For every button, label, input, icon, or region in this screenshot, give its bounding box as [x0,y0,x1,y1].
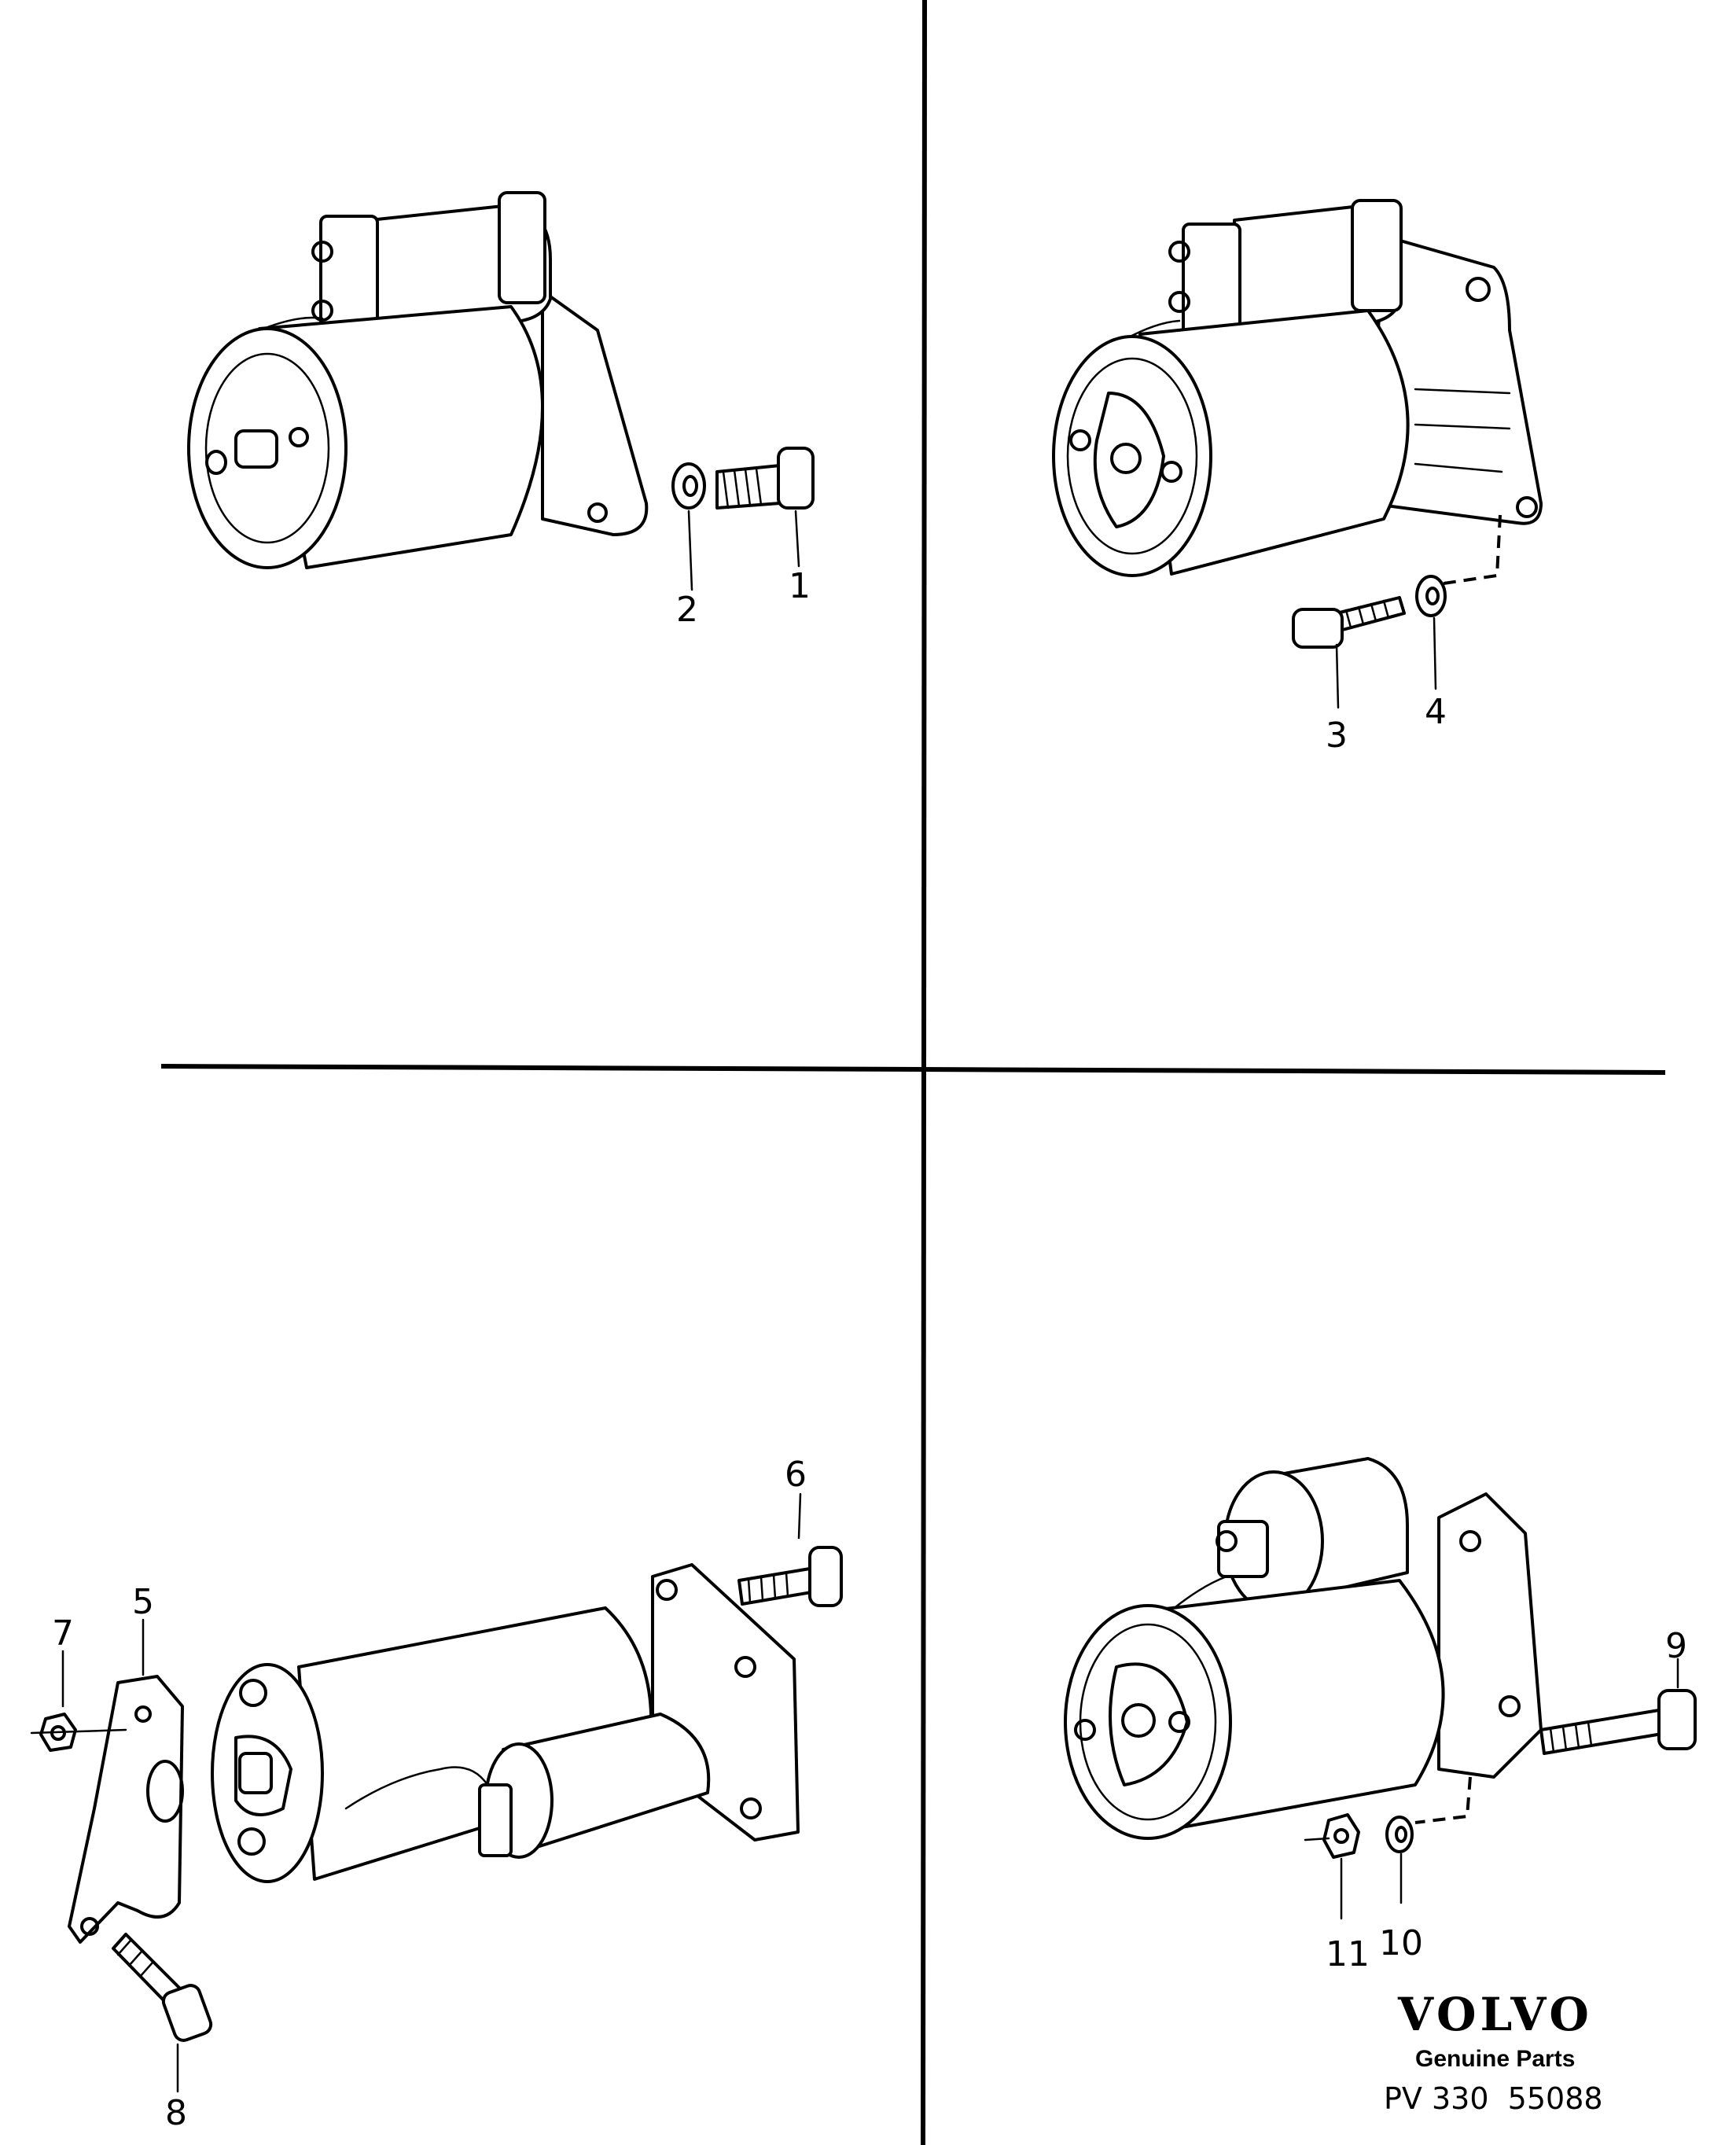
starter-motor-bottom-right [1064,1457,1697,1920]
callout-6: 6 [785,1455,807,1495]
nut-11 [1322,1813,1360,1859]
footer-subtitle: Genuine Parts [1415,2046,1575,2072]
callout-2: 2 [676,590,698,630]
callout-7: 7 [52,1613,74,1654]
callout-5: 5 [132,1582,154,1622]
quadrant-dividers [160,0,1666,2145]
bolt-6 [737,1546,843,1607]
bolt-8 [112,1933,213,2042]
footer-reference: PV 330 55088 [1384,2081,1603,2116]
horizontal-divider [160,1064,1666,1075]
callout-8: 8 [165,2093,187,2133]
bolt-1 [715,447,815,510]
bolt-3 [1292,596,1406,649]
brand-logo-text: VOLVO [1397,1988,1593,2041]
starter-motor-top-right [1052,199,1543,709]
washer-4 [1415,575,1447,617]
starter-motor-top-left [187,191,815,591]
starter-motor-bottom-left [30,1492,843,2093]
footer-block: VOLVO Genuine Parts PV 330 55088 [1384,1988,1603,2116]
callout-1: 1 [789,566,811,606]
washer-2 [671,462,706,510]
callout-4: 4 [1425,692,1447,732]
callout-9: 9 [1665,1626,1687,1666]
plate-5 [68,1675,184,1944]
washer-10 [1385,1816,1414,1853]
callout-3: 3 [1326,716,1348,756]
callout-11: 11 [1326,1934,1370,1974]
callout-10: 10 [1379,1923,1423,1963]
vertical-divider [921,0,927,2145]
bolt-9 [1539,1689,1697,1755]
